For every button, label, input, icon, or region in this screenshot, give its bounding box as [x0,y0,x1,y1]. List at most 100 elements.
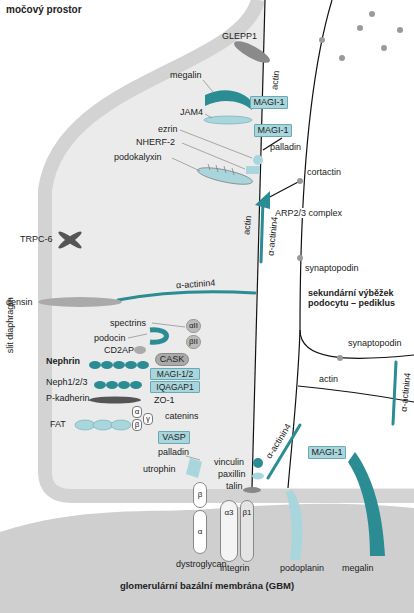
illustration-path [118,292,255,300]
illustration-ellipse [89,361,101,369]
illustration-path [128,334,147,338]
illustration-g [297,11,403,361]
illustration-ellipse [113,361,125,369]
protein-box: glomerulární bazální membrána (GBM) [0,578,414,594]
illustration-path [0,504,414,613]
illustration-g [252,0,414,488]
illustration-ellipse [196,164,253,187]
label-text: actin [318,374,339,384]
illustration-ellipse [57,230,83,251]
illustration-ellipse [118,381,130,389]
illustration-path [261,200,263,262]
protein-box: β [193,482,207,508]
protein-box: βII [186,335,201,349]
protein-box: VASP [158,431,190,444]
label-text: palladin [158,447,189,457]
illustration-ellipse [111,420,131,430]
protein-name: α [135,408,140,416]
illustration-g [75,420,131,430]
illustration-polygon [255,191,270,209]
protein-box: CASK [155,353,189,366]
illustration-circle [297,178,303,184]
protein-name: βII [189,338,198,346]
protein-box: MAGI-1 [308,446,346,459]
label-text: JAM4 [180,107,203,117]
illustration-circle [369,11,375,17]
protein-name: α3 [224,509,233,517]
illustration-path [252,0,414,488]
illustration-ellipse [134,346,146,354]
illustration-path [232,168,234,175]
label-text: megalin [342,563,374,573]
protein-box: MAGI-1/2 [150,368,200,380]
protein-box: IQAGAP1 [150,381,200,393]
protein-name: CASK [160,355,185,364]
protein-box: γ [143,413,153,425]
illustration-path [240,42,245,47]
protein-name: glomerulární bazální membrána (GBM) [120,581,294,591]
illustration-ellipse [232,37,273,66]
illustration-circle [381,45,387,51]
illustration-path [182,143,245,169]
illustration-ellipse [57,230,83,251]
label-text: sekundární výběžek podocytu – pediklus [308,288,408,309]
illustration-rect [246,166,260,174]
illustration-ellipse [93,420,113,430]
illustration-path [288,330,300,488]
illustration-circle [337,355,343,361]
protein-name: MAGI-1 [257,126,288,135]
illustration-g [128,42,252,460]
label-text: talin [226,481,243,491]
illustration-path [252,0,265,488]
illustration-path [45,0,414,496]
illustration-path [224,166,226,173]
label-text: ZO-1 [154,395,175,405]
label-text: ARP2/3 complex [274,208,343,218]
protein-box: αII [186,319,201,333]
illustration-path [150,330,167,342]
protein-name: αII [189,322,198,330]
label-text: spectrins [110,318,146,328]
protein-box: MAGI-1 [250,96,288,109]
illustration-ellipse [137,361,149,369]
illustration-path [180,130,252,158]
illustration-circle [319,37,325,43]
illustration-path [300,0,414,358]
label-text: NHERF-2 [136,137,175,147]
label-text: catenins [165,411,199,421]
illustration-path [205,114,212,118]
label-text: Nephrin [46,356,80,366]
illustration-path [393,362,396,424]
protein-box: β1 [240,500,254,562]
illustration-path [203,80,213,92]
illustration-path [186,458,202,478]
illustration-circle [297,255,303,261]
illustration-path [348,452,385,556]
illustration-path [172,158,200,171]
illustration-path [216,165,218,172]
illustration-ellipse [94,381,106,389]
label-text: GLEPP1 [222,31,257,41]
label-text: paxillin [218,469,246,479]
protein-name: β [135,421,140,429]
illustration-g [208,164,234,175]
illustration-circle [253,155,263,165]
label-text: podoplanin [280,563,324,573]
illustration-path [298,386,414,402]
label-text: CD2AP [104,345,134,355]
illustration-circle [253,458,263,468]
label-text: podokalyxin [114,152,162,162]
protein-name: VASP [162,433,185,442]
protein-name: MAGI-1 [311,448,342,457]
label-text: dystroglycan [176,559,227,569]
illustration-circle [397,27,403,33]
protein-box: α [132,406,142,418]
illustration-path [286,490,302,560]
protein-name: α [198,528,203,536]
label-text: cortactin [306,167,342,177]
label-text: FAT [50,419,66,429]
illustration-path [152,323,185,327]
illustration-ellipse [106,381,118,389]
